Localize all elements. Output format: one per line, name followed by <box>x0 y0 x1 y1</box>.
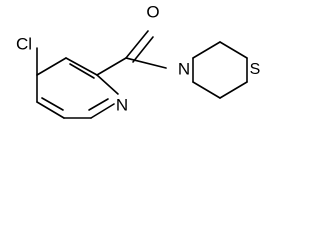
bond-carbonyl-amide <box>125 57 167 69</box>
amide-nitrogen-label: N <box>178 59 190 78</box>
bond-thiomorpholine-2 <box>219 41 248 59</box>
chlorine-label: Cl <box>16 34 32 53</box>
bond-pyridine-2 <box>65 57 98 76</box>
bond-pyridine-4-double <box>88 98 109 111</box>
bond-pyridine-2-double <box>69 63 95 79</box>
bond-carbonyl-double <box>132 36 154 63</box>
bond-carbonyl <box>125 30 149 59</box>
bond-aryl-carbonyl <box>96 57 127 76</box>
chemical-structure: Cl O N N S <box>16 2 261 119</box>
bond-pyridine-1 <box>36 57 67 76</box>
bond-pyridine-4 <box>90 103 115 119</box>
oxygen-label: O <box>146 2 159 21</box>
bond-thiomorpholine-5 <box>192 81 221 99</box>
bond-pyridine-6-double <box>41 97 64 111</box>
structure-canvas: Cl O N N S <box>0 0 264 134</box>
bond-pyridine-6 <box>36 101 65 119</box>
bond-thiomorpholine-4 <box>219 81 248 99</box>
sulfur-label: S <box>250 61 261 78</box>
bond-pyridine-3 <box>96 74 119 95</box>
bond-thiomorpholine-1 <box>192 41 221 59</box>
pyridine-nitrogen-label: N <box>116 95 128 114</box>
